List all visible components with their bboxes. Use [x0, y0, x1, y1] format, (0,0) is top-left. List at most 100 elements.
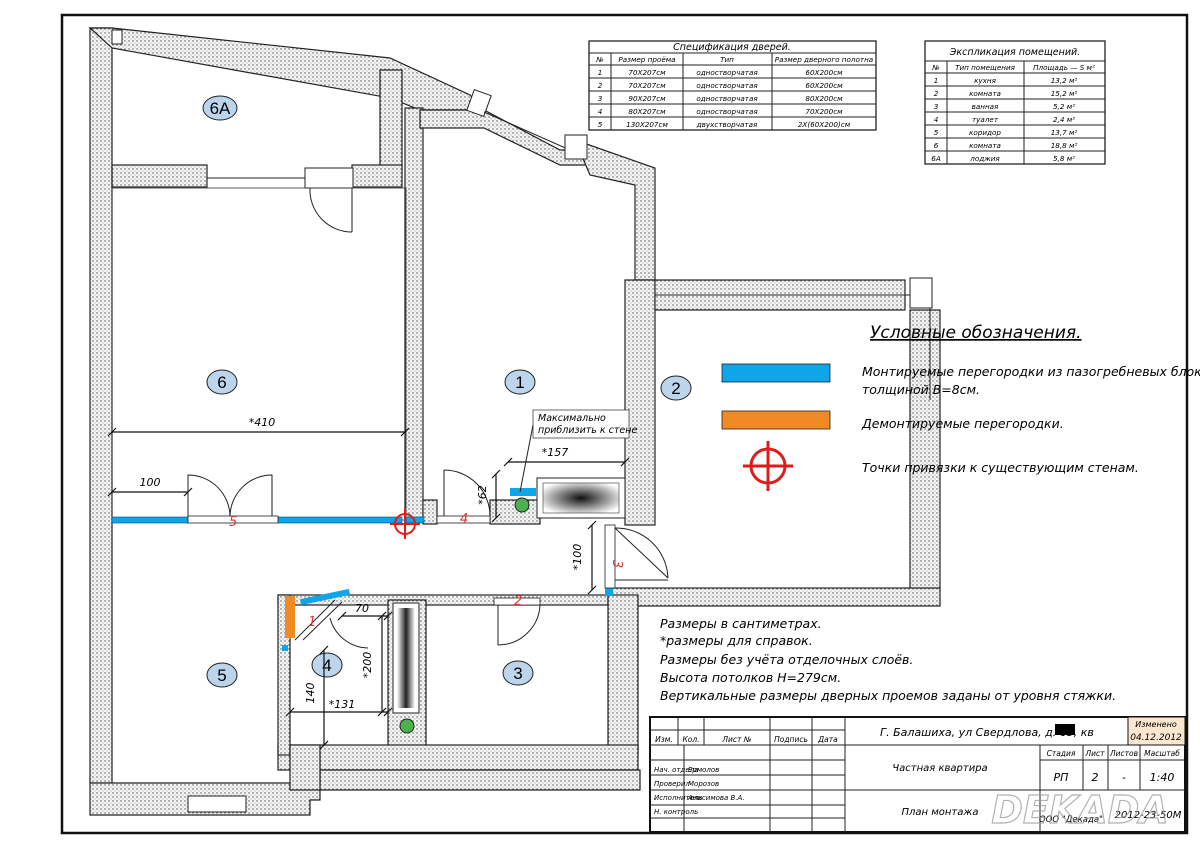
room-label-1: 1 [515, 373, 524, 392]
doors-spec-cell: 5 [598, 120, 603, 129]
doors-spec-head: Размер дверного полотна [775, 55, 873, 64]
door-4 [436, 469, 491, 524]
dim-131: *131 [329, 698, 356, 711]
notes: Размеры в сантиметрах. *размеры для спра… [660, 616, 1116, 703]
door-mark-5: 5 [229, 515, 237, 530]
drawing-frame [60, 13, 1189, 835]
rooms-spec-cell: коридор [969, 128, 1001, 137]
room-label-3: 3 [513, 664, 522, 683]
room-label-6: 6 [217, 373, 226, 392]
tb-code: 2012-23-50М [1115, 810, 1182, 821]
room6-outline [111, 187, 407, 521]
tb-role: Проверил [654, 780, 690, 788]
tb-stage-value: 2 [1092, 771, 1099, 784]
doors-spec-cell: 60Х200см [805, 81, 843, 90]
doors-spec-cell: 1 [598, 68, 603, 77]
doors-spec-head: № [595, 55, 603, 64]
tb-stage-value: - [1122, 771, 1126, 784]
doors-spec-cell: 90Х207см [628, 94, 666, 103]
door-2 [493, 597, 541, 646]
legend-swatch-new [721, 363, 831, 383]
dim-410: *410 [249, 416, 276, 429]
tb-sheet: План монтажа [901, 807, 978, 818]
loggia-door [207, 167, 354, 233]
note-4: Высота потолков Н=279см. [660, 670, 841, 685]
tb-changed-date: 04.12.2012 [1130, 733, 1182, 743]
tb-stage-value: 1:40 [1150, 771, 1175, 784]
room-labels: 6А 6 1 2 5 4 3 [202, 95, 692, 688]
tb-role: Исполнитель [654, 794, 703, 802]
doors-spec-cell: одностворчатая [696, 68, 758, 77]
tb-col-head: Изм. [655, 735, 673, 744]
rooms-spec-cell: комната [969, 141, 1001, 150]
doors-spec-cell: 60Х200см [805, 68, 843, 77]
rooms-spec-cell: туалет [972, 115, 999, 124]
door-mark-4: 4 [460, 512, 468, 527]
rooms-spec-cell: кухня [974, 76, 997, 85]
note-3: Размеры без учёта отделочных слоёв. [660, 652, 913, 667]
doors-spec-cell: одностворчатая [696, 94, 758, 103]
note-5: Вертикальные размеры дверных проемов зад… [660, 688, 1116, 703]
rooms-spec-cell: 5,2 м² [1053, 102, 1075, 111]
dim-100-corr: *100 [571, 544, 584, 571]
doors-spec-cell: 70Х200см [805, 107, 843, 116]
note-1: Размеры в сантиметрах. [660, 616, 822, 631]
rooms-spec-cell: лоджия [969, 154, 1000, 163]
tb-col-head: Лист № [721, 735, 751, 744]
doors-spec-cell: 130Х207см [626, 120, 668, 129]
door-marks: 5 4 3 2 1 [229, 512, 624, 630]
tb-name: Ермолов [688, 766, 719, 774]
fixtures [392, 477, 626, 734]
legend-swatch-demolish [721, 410, 831, 430]
tb-role: Нач. отдела [654, 766, 698, 774]
room-label-4: 4 [322, 656, 331, 675]
legend-anchor-text: Точки привязки к существующим стенам. [862, 460, 1139, 475]
room-label-5: 5 [217, 666, 226, 685]
tb-stage-head: Масштаб [1144, 749, 1180, 758]
room-label-2: 2 [671, 379, 680, 398]
callout-line2: приблизить к стене [538, 425, 637, 436]
legend-demolish-text: Демонтируемые перегородки. [861, 416, 1064, 431]
doors-spec-head: Тип [720, 55, 734, 64]
room-label-6a: 6А [210, 99, 231, 118]
callout-box: Максимально приблизить к стене [519, 409, 637, 493]
tb-col-head: Дата [817, 735, 838, 744]
rooms-spec-cell: 4 [934, 115, 939, 124]
dim-100-left: 100 [140, 476, 161, 489]
anchor-point-symbol [390, 509, 420, 539]
rooms-spec-cell: 6А [931, 154, 941, 163]
rooms-spec-cell: 15,2 м² [1051, 89, 1078, 98]
rooms-spec-cell: 1 [934, 76, 939, 85]
rooms-spec-title: Экспликация помещений. [949, 47, 1080, 58]
doors-spec-cell: 80Х200см [805, 94, 843, 103]
rooms-spec-cell: 2 [934, 89, 939, 98]
rooms-spec-cell: 2,4 м² [1053, 115, 1075, 124]
tb-address: Г. Балашиха, ул Свердлова, д. 65, кв [880, 726, 1094, 739]
rooms-spec-head: Площадь — S м² [1033, 63, 1095, 72]
legend-new-line1: Монтируемые перегородки из пазогребневых… [862, 364, 1200, 379]
legend: Условные обозначения. Монтируемые перего… [721, 323, 1200, 491]
callout-line1: Максимально [538, 413, 606, 424]
tb-name: Анисимова В.А. [687, 794, 745, 802]
rooms-spec-cell: 5 [934, 128, 939, 137]
rooms-spec-head: Тип помещения [955, 63, 1016, 72]
door-mark-2: 2 [514, 594, 522, 609]
tb-name: Морозов [688, 780, 719, 788]
rooms-spec-cell: 5,8 м² [1053, 154, 1075, 163]
tb-col-head: Подпись [774, 735, 808, 744]
doors-spec-cell: 70Х207см [628, 68, 666, 77]
doors-spec-cell: 2Х(60Х200)см [798, 120, 851, 129]
windows [111, 29, 933, 813]
rooms-spec-cell: ванная [972, 102, 999, 111]
rooms-spec-cell: 3 [934, 102, 939, 111]
tb-redacted [1055, 724, 1075, 735]
demolish-partition [285, 596, 295, 638]
dim-157: *157 [542, 446, 569, 459]
dim-200: *200 [361, 652, 374, 679]
rooms-spec-cell: 6 [934, 141, 939, 150]
dimensions: *410 100 *157 *62 *100 70 *200 140 *131 [107, 416, 630, 750]
doors-spec-cell: 2 [598, 81, 603, 90]
tb-col-head: Кол. [682, 735, 699, 744]
dekada-watermark: DEKADA [991, 788, 1168, 832]
